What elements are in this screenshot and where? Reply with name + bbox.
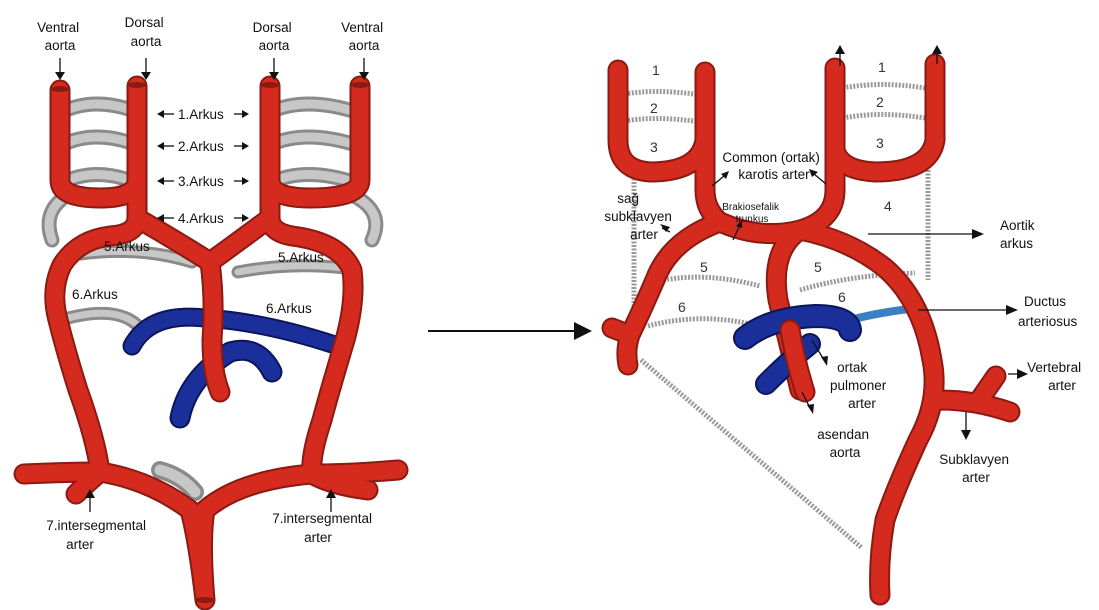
label-ventral-aorta-right: Ventral aorta <box>341 20 387 53</box>
label-ortak-pulmoner-arter: ortak pulmoner arter <box>830 360 890 411</box>
label-arch-1: 1.Arkus <box>178 107 224 122</box>
label-intersegmental-right: 7.intersegmental arter <box>272 511 376 545</box>
number-arch-6-left: 6 <box>678 299 686 315</box>
number-arch-3-left: 3 <box>650 139 658 155</box>
number-arch-2-right: 2 <box>876 94 884 110</box>
number-arch-6-right: 6 <box>838 289 846 305</box>
label-arch-2: 2.Arkus <box>178 139 224 154</box>
number-arch-1-left: 1 <box>652 62 660 78</box>
left-arch-label-arrows <box>157 110 249 222</box>
right-red-arteries <box>612 64 1010 595</box>
label-arch-6-left: 6.Arkus <box>72 287 118 302</box>
label-intersegmental-left: 7.intersegmental arter <box>46 518 150 552</box>
label-asendan-aorta: asendan aorta <box>817 427 873 460</box>
number-arch-5-left: 5 <box>700 259 708 275</box>
number-arch-2-left: 2 <box>650 100 658 116</box>
right-panel-adult-arteries: 1 2 3 5 6 1 2 3 4 5 6 sağ subklavyen art… <box>604 45 1085 595</box>
label-arch-3: 3.Arkus <box>178 174 224 189</box>
label-subklavyen-arter: Subklavyen arter <box>939 452 1013 485</box>
left-panel-embryonic-arches: Ventral aorta Dorsal aorta Dorsal aorta … <box>24 15 398 603</box>
number-arch-4-right: 4 <box>884 198 892 214</box>
label-arch-5-left: 5.Arkus <box>104 239 150 254</box>
label-ventral-aorta-left: Ventral aorta <box>37 20 83 53</box>
label-arch-6-right: 6.Arkus <box>266 301 312 316</box>
label-arch-4: 4.Arkus <box>178 211 224 226</box>
number-arch-3-right: 3 <box>876 135 884 151</box>
label-vertebral-arter: Vertebral arter <box>1027 360 1085 393</box>
label-aortik-arkus: Aortik arkus <box>1000 218 1038 251</box>
label-arch-5-right: 5.Arkus <box>278 250 324 265</box>
number-arch-5-right: 5 <box>814 259 822 275</box>
left-pulmonary-vessels <box>132 317 335 418</box>
label-common-karotis-arter: Common (ortak) karotis arter <box>722 150 823 182</box>
label-sag-subklavyen-arter: sağ subklavyen arter <box>604 191 675 242</box>
transition-arrow <box>428 322 592 340</box>
number-arch-1-right: 1 <box>878 59 886 75</box>
label-dorsal-aorta-left: Dorsal aorta <box>125 15 168 49</box>
left-top-arrows <box>55 58 369 80</box>
label-dorsal-aorta-right: Dorsal aorta <box>253 20 296 53</box>
label-ductus-arteriosus: Ductus arteriosus <box>1018 294 1078 329</box>
